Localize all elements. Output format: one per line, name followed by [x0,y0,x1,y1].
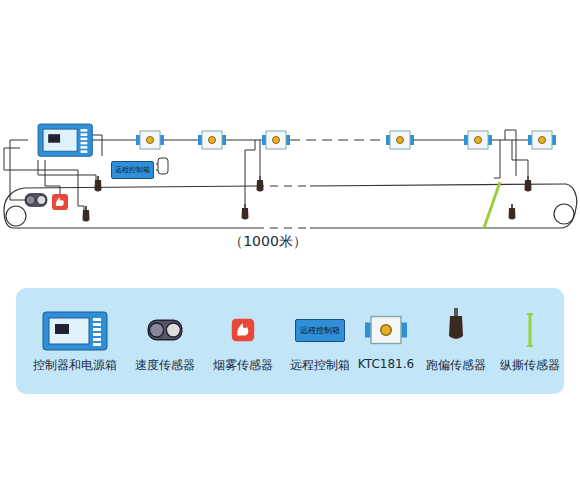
wires [4,130,548,210]
ktc-unit [262,131,290,149]
remote-control-box: 远程控制箱 [295,319,345,342]
legend-panel [16,288,564,394]
legend-text: KTC181.6 [358,357,414,371]
tear-caps [527,314,533,346]
connector-box [158,158,168,174]
deviation-sensor [525,176,532,192]
controller-box [43,312,107,350]
speed-sensor [148,320,182,340]
deviation-sensor [242,204,249,220]
controller-box [38,124,92,156]
ktc-unit [464,131,492,149]
legend-text: 速度传感器 [135,357,195,374]
remote-control-box: 远程控制箱 [111,161,154,179]
box-label: 远程控制箱 [115,165,150,175]
legend-text: 烟雾传感器 [213,357,273,374]
deviation-sensor [509,204,516,220]
smoke-sensor [232,319,254,341]
deviation-sensor [257,176,264,192]
tear-sensor [484,182,500,228]
deviation-sensor [83,206,90,222]
smoke-sensor [52,194,68,210]
tear-sensor [529,314,532,346]
ktc-unit [528,131,556,149]
box-label: 远程控制箱 [300,325,340,336]
speed-sensor [25,194,47,207]
legend-text: 控制器和电源箱 [33,357,117,374]
ktc-unit [386,131,414,149]
ktc-unit [198,131,226,149]
deviation-sensor [95,176,102,192]
distance-label: （1000米） [229,233,307,251]
ktc-unit [136,131,164,149]
legend-text: 纵撕传感器 [500,357,560,374]
deviation-sensor [449,308,463,339]
legend-text: 远程控制箱 [290,357,350,374]
legend-text: 跑偏传感器 [426,357,486,374]
ktc-icon [365,317,407,344]
